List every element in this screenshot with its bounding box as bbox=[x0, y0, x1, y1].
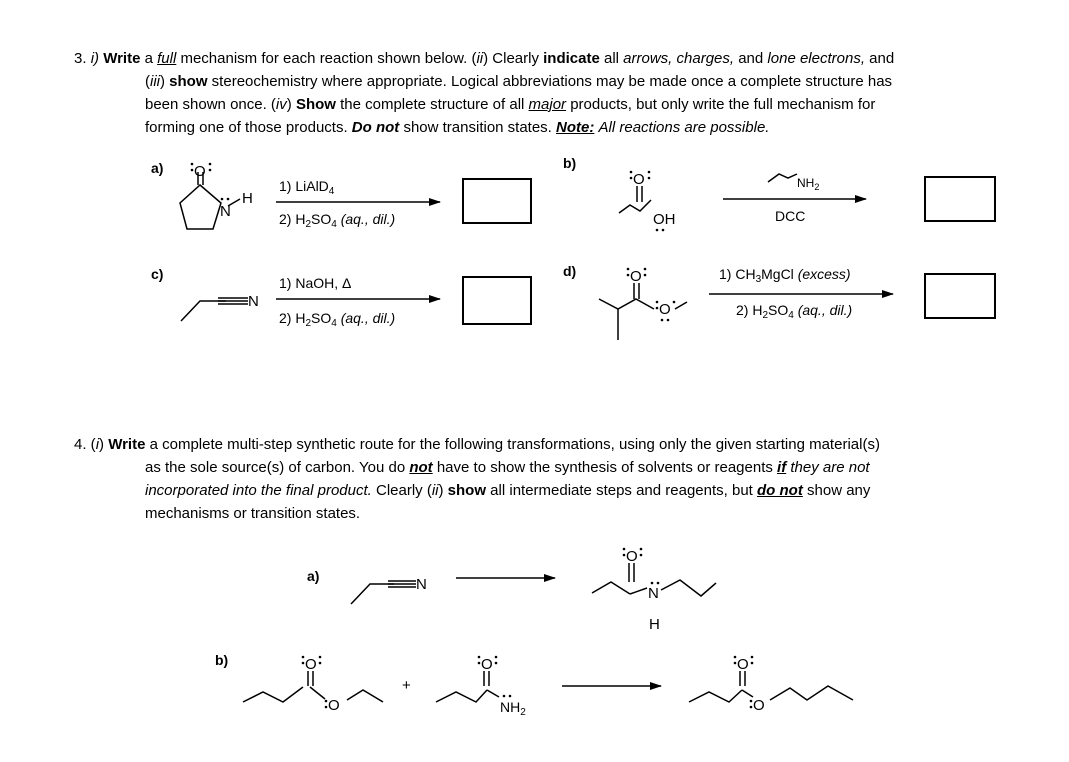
label-3d: d) bbox=[563, 263, 577, 279]
structure-3a-pyrrolidinone bbox=[179, 172, 241, 230]
answer-box-3d[interactable] bbox=[924, 273, 996, 319]
q4-line-3: incorporated into the final product. Cle… bbox=[145, 482, 871, 499]
reagent-3c-step1: 1) NaOH, Δ bbox=[279, 275, 352, 291]
structure-4b-amide bbox=[435, 671, 500, 703]
atom-4a-n-product: N bbox=[648, 585, 659, 602]
q4-line-1: 4. (i) Write a complete multi-step synth… bbox=[74, 436, 880, 453]
atom-3b-o: O bbox=[633, 171, 645, 188]
q3-line-3: been shown once. (iv) Show the complete … bbox=[145, 96, 876, 113]
q4-line-2: as the sole source(s) of carbon. You do … bbox=[145, 459, 870, 476]
reagent-3d-step1: 1) CH3MgCl (excess) bbox=[719, 266, 851, 285]
structure-3b-amine bbox=[767, 173, 798, 183]
reagent-3a-step2: 2) H2SO4 (aq., dil.) bbox=[279, 211, 396, 230]
reagent-3d-step2: 2) H2SO4 (aq., dil.) bbox=[736, 302, 853, 321]
answer-box-3a[interactable] bbox=[462, 178, 532, 224]
atom-4b-o3: O bbox=[481, 656, 493, 673]
structure-4a-amide-product bbox=[591, 563, 717, 597]
label-3a: a) bbox=[151, 160, 164, 176]
label-4a: a) bbox=[307, 568, 320, 584]
plus-sign: + bbox=[402, 677, 411, 694]
q3-line-4: forming one of those products. Do not sh… bbox=[145, 119, 770, 136]
atom-4b-o1: O bbox=[305, 656, 317, 673]
atom-4a-h: H bbox=[649, 616, 660, 633]
atom-4a-n: N bbox=[416, 576, 427, 593]
atom-4a-o: O bbox=[626, 548, 638, 565]
reagent-3b-dcc: DCC bbox=[775, 208, 806, 224]
atom-4b-o2: O bbox=[328, 697, 340, 714]
answer-box-3c[interactable] bbox=[462, 276, 532, 325]
atom-3d-o-ester: O bbox=[659, 301, 671, 318]
answer-box-3b[interactable] bbox=[924, 176, 996, 222]
atom-3d-o-carbonyl: O bbox=[630, 268, 642, 285]
atom-3c-n: N bbox=[248, 293, 259, 310]
structure-3c-nitrile bbox=[180, 297, 248, 322]
q3-line-2: (iii) show stereochemistry where appropr… bbox=[145, 73, 893, 90]
q4-line-4: mechanisms or transition states. bbox=[145, 505, 361, 522]
reagent-3c-step2: 2) H2SO4 (aq., dil.) bbox=[279, 310, 396, 329]
structure-3b-propanoic-acid bbox=[618, 186, 652, 214]
atom-3b-oh: OH bbox=[653, 211, 676, 228]
question-3-text: 3. i) Write a full mechanism for each re… bbox=[74, 47, 1008, 139]
structure-4b-ester bbox=[242, 671, 384, 703]
atom-4b-nh2: NH2 bbox=[500, 699, 526, 718]
structure-4b-product-ester bbox=[688, 671, 854, 703]
label-4b: b) bbox=[215, 652, 229, 668]
q3-line-1: 3. i) Write a full mechanism for each re… bbox=[74, 50, 895, 67]
atom-3a-o: O bbox=[194, 163, 206, 180]
structure-3d-ester bbox=[598, 283, 688, 340]
atom-3a-h: H bbox=[242, 190, 253, 207]
reagent-3a-step1: 1) LiAlD4 bbox=[279, 178, 335, 197]
atom-3b-nh2: NH2 bbox=[797, 176, 819, 192]
atom-4b-o4: O bbox=[737, 656, 749, 673]
question-4-text: 4. (i) Write a complete multi-step synth… bbox=[74, 433, 1008, 525]
atom-4b-o5: O bbox=[753, 697, 765, 714]
atom-3a-n: N bbox=[220, 203, 231, 220]
structure-4a-nitrile bbox=[350, 580, 416, 605]
lone-pair-dots bbox=[190, 162, 754, 709]
label-3c: c) bbox=[151, 266, 164, 282]
label-3b: b) bbox=[563, 155, 577, 171]
